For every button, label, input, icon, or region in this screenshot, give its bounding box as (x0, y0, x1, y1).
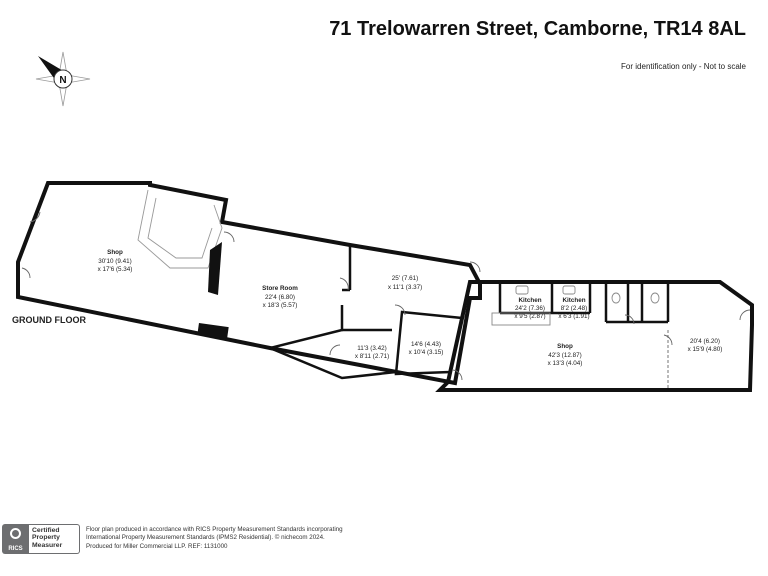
room-end: 20'4 (6.20) x 15'9 (4.80) (688, 338, 723, 353)
room-name: Kitchen (518, 297, 541, 304)
sink-2 (562, 285, 576, 295)
room-dim: 20'4 (6.20) (690, 338, 720, 345)
room-dim: x 10'4 (3.15) (409, 349, 444, 356)
chimney-breast-1 (208, 242, 222, 295)
room-dim: x 17'6 (5.34) (98, 266, 133, 273)
badge-line: Property (32, 534, 60, 542)
floor-label: GROUND FLOOR (12, 315, 86, 325)
footer-line: International Property Measurement Stand… (86, 534, 325, 542)
door-swing-6 (394, 304, 406, 316)
chimney-breast-2 (197, 322, 229, 340)
room-dim: x 11'1 (3.37) (388, 284, 422, 291)
room-store-room: Store Room 22'4 (6.80) x 18'3 (5.57) (262, 285, 298, 309)
compass-label: N (59, 75, 66, 86)
door-swing-2 (21, 267, 31, 279)
page-subtitle: For identification only - Not to scale (621, 62, 746, 71)
room-name: Store Room (262, 285, 298, 292)
rics-badge: RICS Certified Property Measurer (2, 524, 80, 554)
room-shop-left: Shop 30'10 (9.41) x 17'6 (5.34) (98, 249, 133, 273)
room-dim: x 6'3 (1.91) (558, 313, 589, 320)
compass-north-icon: N (35, 51, 91, 107)
rics-logo-icon: RICS (2, 524, 29, 554)
door-swing-3 (223, 231, 235, 243)
room-dim: 25' (7.61) (392, 275, 418, 282)
room-name: Shop (557, 343, 573, 350)
wall-small-room (266, 305, 397, 380)
door-swing-8 (739, 309, 751, 321)
room-dim: 24'2 (7.36) (515, 305, 545, 312)
badge-line: Measurer (32, 541, 63, 549)
stairs-inner (147, 197, 213, 259)
room-dim: 30'10 (9.41) (98, 258, 131, 265)
room-dim: x 13'3 (4.04) (548, 360, 583, 367)
footer-notes: Floor plan produced in accordance with R… (86, 526, 406, 551)
room-shop-right: Shop 42'3 (12.87) x 13'3 (4.04) (548, 343, 583, 367)
room-kitchen-1: Kitchen 24'2 (7.36) x 9'5 (2.87) (514, 297, 545, 320)
room-dim: x 9'5 (2.87) (514, 313, 545, 320)
room-mid: 14'6 (4.43) x 10'4 (3.15) (409, 341, 444, 356)
room-dim: 11'3 (3.42) (357, 345, 386, 352)
room-dim: 22'4 (6.80) (265, 294, 295, 301)
footer-line: Floor plan produced in accordance with R… (86, 526, 343, 533)
door-swing-9 (624, 314, 635, 325)
wall-mid-room (394, 310, 464, 376)
wc-2 (650, 292, 660, 304)
badge-line: Certified (32, 527, 60, 534)
room-dim: 42'3 (12.87) (548, 352, 581, 359)
sink-1 (515, 285, 529, 295)
door-swing-10 (469, 261, 481, 273)
room-kitchen-2: Kitchen 8'2 (2.48) x 6'3 (1.91) (558, 297, 589, 320)
page-title: 71 Trelowarren Street, Camborne, TR14 8A… (329, 18, 746, 40)
room-name: Shop (107, 249, 123, 256)
door-swing-4 (339, 277, 349, 291)
room-dim: 8'2 (2.48) (561, 305, 587, 312)
room-upper: 25' (7.61) x 11'1 (3.37) (388, 275, 422, 291)
room-name: Kitchen (562, 297, 585, 304)
door-swing-11 (663, 334, 673, 346)
wall-right-wing (435, 280, 754, 392)
door-swing-5 (329, 344, 341, 356)
room-dim: 14'6 (4.43) (411, 341, 441, 348)
room-small: 11'3 (3.42) x 8'11 (2.71) (355, 345, 389, 360)
wc-1 (611, 292, 621, 304)
room-dim: x 18'3 (5.57) (263, 302, 298, 309)
footer-line: Produced for Miller Commercial LLP. REF:… (86, 542, 228, 550)
door-swing-7 (451, 369, 463, 381)
room-dim: x 8'11 (2.71) (355, 353, 389, 360)
rics-logo-text: RICS (8, 546, 23, 552)
door-swing-1 (29, 211, 41, 223)
counter (491, 312, 551, 326)
room-dim: x 15'9 (4.80) (688, 346, 723, 353)
stairs-outline (137, 189, 223, 269)
